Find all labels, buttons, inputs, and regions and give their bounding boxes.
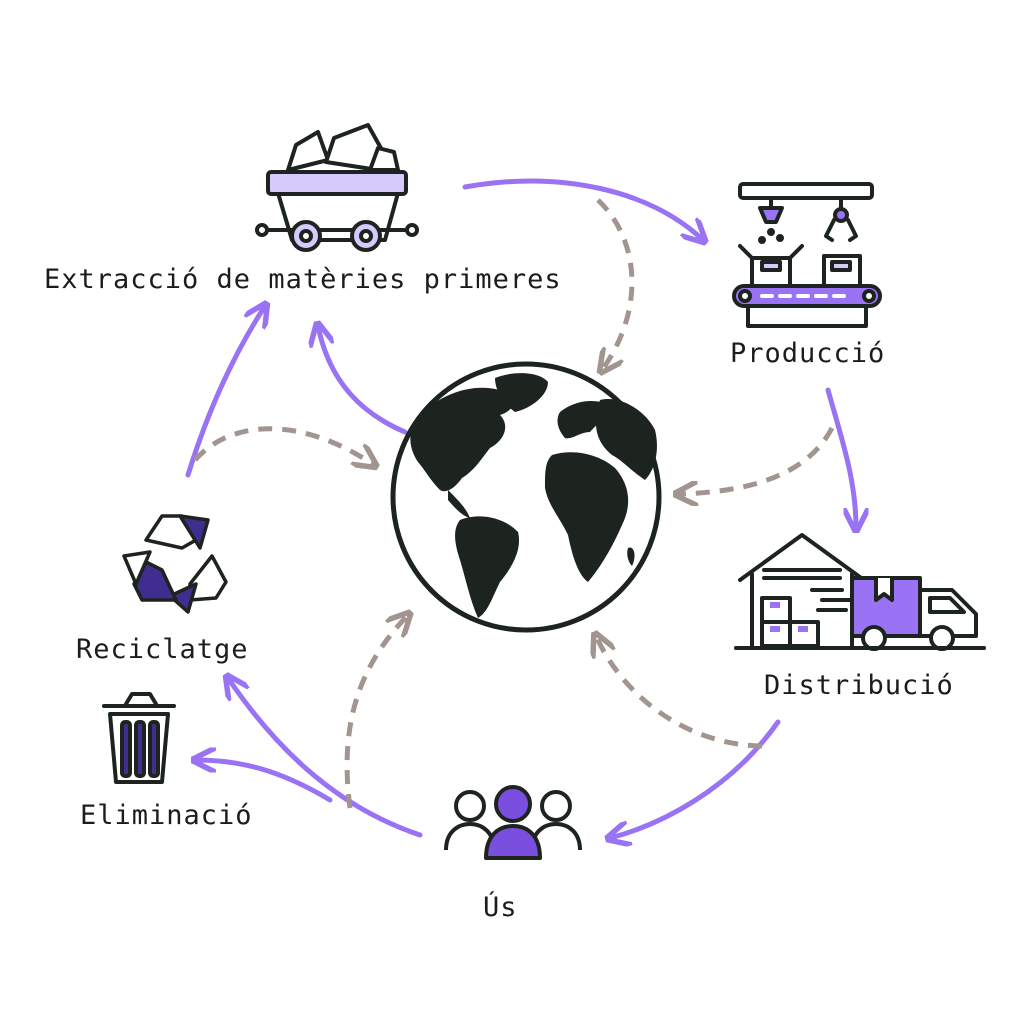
arrow-use-to-disposal: [196, 760, 333, 803]
arrow-extraction-to-production: [462, 178, 703, 240]
dashed-arrow-distribution-to-earth: [596, 636, 763, 749]
recycling-label: Reciclatge: [76, 634, 249, 665]
people-group-icon: [444, 785, 582, 860]
arrow-earth-to-extraction: [318, 326, 408, 435]
mine-cart-icon: [255, 123, 419, 252]
recycle-icon: [122, 514, 228, 614]
dashed-arrow-production-to-earth: [678, 426, 835, 494]
arrow-distribution-to-use: [610, 719, 781, 838]
extraction-label: Extracció de matèries primeres: [44, 264, 562, 295]
dashed-arrow-recycling-to-earth: [193, 426, 374, 465]
globe-icon: [390, 361, 662, 633]
use-label: Ús: [483, 892, 518, 923]
trash-bin-icon: [102, 692, 176, 784]
dashed-arrows: [193, 198, 835, 809]
arrow-production-to-distribution: [825, 387, 856, 528]
disposal-label: Eliminació: [80, 800, 253, 831]
dashed-arrow-use-to-earth: [344, 615, 408, 809]
arrow-recycling-to-extraction: [185, 306, 265, 478]
production-label: Producció: [730, 338, 886, 369]
arrow-use-to-recycling: [228, 678, 423, 838]
dashed-arrow-extraction-to-earth: [598, 198, 635, 370]
warehouse-truck-icon: [734, 533, 986, 651]
factory-conveyor-icon: [732, 182, 882, 328]
distribution-label: Distribució: [764, 670, 954, 701]
